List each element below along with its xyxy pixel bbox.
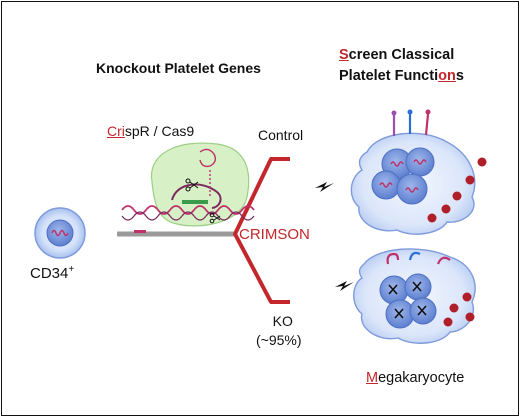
branch-label-ko: KO (~95%): [256, 312, 302, 350]
heading-screen-initial: S: [339, 47, 349, 63]
lightning-bolt-icon: [315, 182, 334, 192]
bifurcation-lines: [233, 157, 290, 304]
crispr-label-cri: Cri: [107, 123, 125, 139]
ko-label-line1: KO: [272, 313, 293, 329]
lightning-bolt-icon: [335, 281, 354, 291]
cd34-label-sup: +: [68, 264, 75, 275]
cd34-cell-icon: [34, 207, 86, 259]
megakaryocyte-control-icon: [350, 109, 487, 235]
heading-functions-c: s: [455, 68, 464, 84]
cd34-label: CD34+: [30, 264, 74, 282]
megakaryocyte-label-rest: egakaryocyte: [378, 370, 465, 386]
heading-screen-rest: creen Classical: [348, 47, 455, 63]
heading-functions-on: on: [438, 68, 456, 84]
megakaryocyte-label-initial: M: [366, 370, 379, 386]
ko-label-line2: (~95%): [256, 332, 302, 348]
cd34-label-text: CD34: [30, 265, 69, 282]
branch-label-control: Control: [258, 127, 304, 143]
crispr-label-rest: spR / Cas9: [124, 123, 195, 139]
branch-label-crimson: CRIMSON: [239, 226, 310, 243]
megakaryocyte-ko-icon: [353, 248, 476, 344]
heading-knockout: Knockout Platelet Genes: [96, 60, 261, 76]
crispr-label: CrispR / Cas9: [107, 123, 194, 139]
heading-screen: Screen Classical Platelet Functions: [339, 45, 464, 87]
heading-functions-a: Platelet Functi: [339, 68, 439, 84]
megakaryocyte-label: Megakaryocyte: [366, 370, 464, 386]
crispr-cas9-complex-icon: [121, 142, 255, 233]
